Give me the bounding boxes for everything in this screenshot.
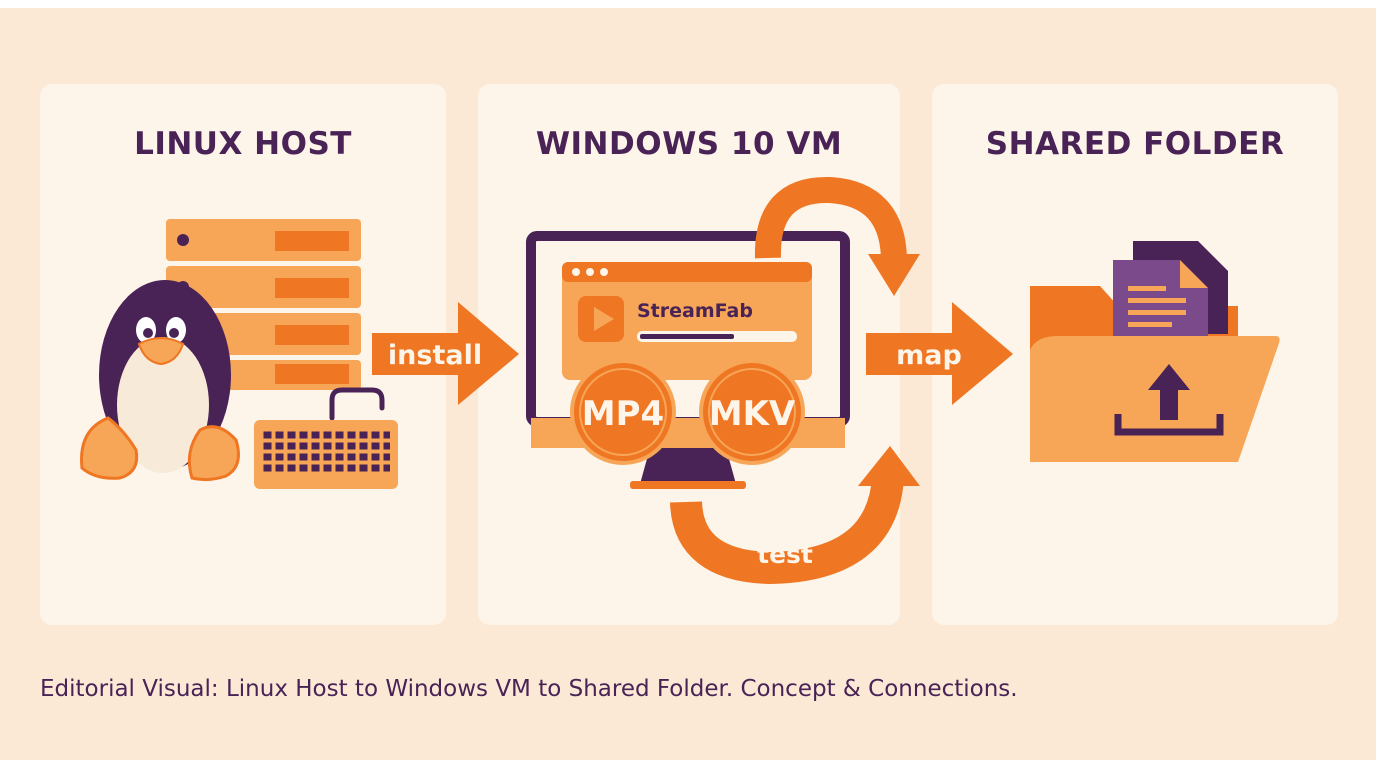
test-label: test	[757, 540, 813, 569]
tux-penguin-icon	[80, 280, 240, 482]
play-icon	[578, 296, 624, 342]
test-arrow: test	[670, 446, 920, 585]
caption: Editorial Visual: Linux Host to Windows …	[40, 676, 1018, 702]
mkv-label: MKV	[709, 394, 796, 434]
mp4-label: MP4	[582, 394, 664, 434]
folder-front	[1030, 336, 1280, 462]
streamfab-app-window: StreamFab	[562, 262, 812, 380]
document-icon	[1113, 241, 1228, 340]
linux-host-title: LINUX HOST	[134, 126, 352, 162]
mkv-badge: MKV	[699, 359, 805, 465]
upload-icon	[1114, 364, 1224, 436]
server-rack-icon	[166, 219, 361, 390]
install-label: install	[388, 340, 482, 371]
mp4-badge: MP4	[570, 359, 676, 465]
map-arrow	[866, 302, 1013, 405]
shared-folder-title: SHARED FOLDER	[985, 126, 1285, 162]
keyboard-cable	[329, 387, 385, 421]
map-label: map	[896, 340, 962, 371]
keyboard-icon	[254, 420, 398, 489]
streamfab-app-name: StreamFab	[637, 300, 753, 322]
windows-vm-title: WINDOWS 10 VM	[535, 126, 843, 162]
sync-arrow-top	[754, 176, 920, 296]
install-arrow	[372, 302, 519, 405]
